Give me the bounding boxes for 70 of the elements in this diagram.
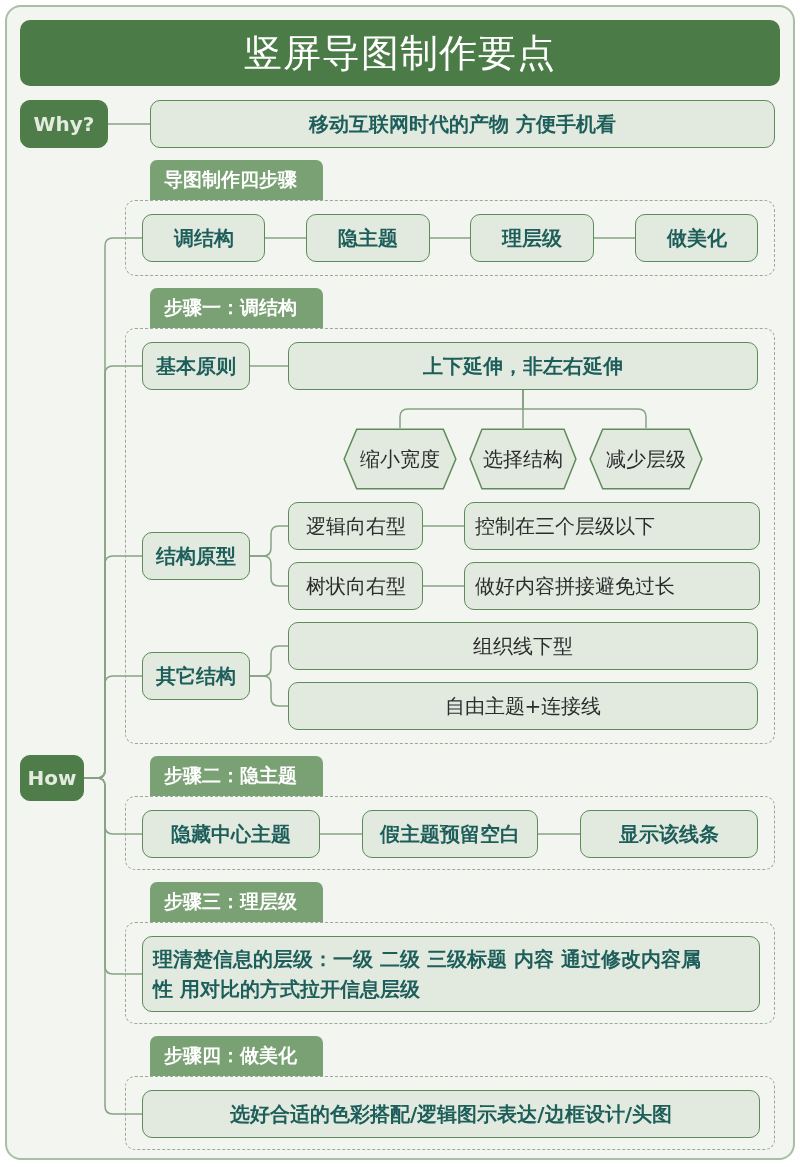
topic-box <box>142 214 265 262</box>
step-tab-label: 步骤二：隐主题 <box>150 756 323 796</box>
root-topic-box <box>20 100 108 148</box>
topic-box <box>635 214 758 262</box>
topic-text: 选择结构 <box>483 446 563 473</box>
root-topic-box <box>20 755 84 801</box>
topic-text: 基本原则 <box>156 353 236 380</box>
step-tab-label: 步骤一：调结构 <box>150 288 323 328</box>
topic-box <box>464 502 760 550</box>
topic-box <box>288 622 758 670</box>
step-group-frame <box>125 882 775 1024</box>
topic-text: 逻辑向右型 <box>305 513 406 540</box>
topic-box <box>288 502 423 550</box>
topic-text: 做好内容拼接避免过长 <box>475 573 675 600</box>
topic-box <box>288 342 758 390</box>
topic-text: 控制在三个层级以下 <box>475 513 655 540</box>
topic-box <box>580 810 758 858</box>
topic-text: 上下延伸，非左右延伸 <box>423 353 623 380</box>
topic-box <box>142 810 320 858</box>
topic-text: 其它结构 <box>156 663 236 690</box>
step-tab-label: 导图制作四步骤 <box>150 160 323 200</box>
topic-text: How <box>27 765 77 792</box>
topic-text: 移动互联网时代的产物 方便手机看 <box>309 111 616 138</box>
step-tab-label: 步骤三：理层级 <box>150 882 323 922</box>
topic-box <box>470 214 594 262</box>
connector-line <box>249 365 289 367</box>
topic-text: 缩小宽度 <box>360 446 440 473</box>
topic-box <box>306 214 430 262</box>
topic-box <box>288 682 758 730</box>
connector-line <box>249 555 289 587</box>
step-group-frame <box>125 1036 775 1150</box>
step-group-frame <box>125 288 775 744</box>
topic-text: 自由主题+连接线 <box>444 693 602 720</box>
connector-line <box>422 525 465 527</box>
title-text: 竖屏导图制作要点 <box>244 29 556 77</box>
connector-line <box>249 675 289 707</box>
connector-line <box>264 237 307 239</box>
topic-box <box>142 652 250 700</box>
topic-text: 结构原型 <box>156 543 236 570</box>
topic-text: 理层级 <box>502 225 562 252</box>
topic-box <box>142 532 250 580</box>
topic-text: 隐主题 <box>338 225 398 252</box>
connector-line <box>593 237 636 239</box>
topic-text: 选好合适的色彩搭配/逻辑图示表达/边框设计/头图 <box>230 1101 672 1128</box>
topic-text: 组织线下型 <box>473 633 573 660</box>
connector-line <box>429 237 471 239</box>
topic-text: 树状向右型 <box>305 573 406 600</box>
topic-text: 理清楚信息的层级：一级 二级 三级标题 内容 通过修改内容属性 用对比的方式拉开信息层级 <box>153 946 702 1003</box>
topic-box <box>142 936 760 1012</box>
topic-box <box>288 562 423 610</box>
topic-text: 减少层级 <box>606 446 686 473</box>
topic-text: 假主题预留空白 <box>380 821 520 848</box>
topic-box <box>150 100 775 148</box>
topic-box <box>142 342 250 390</box>
connector-line <box>522 389 647 429</box>
step-group-frame <box>125 160 775 276</box>
topic-text: 隐藏中心主题 <box>171 821 291 848</box>
topic-text: 显示该线条 <box>619 821 719 848</box>
step-tab-label: 步骤四：做美化 <box>150 1036 323 1076</box>
topic-box <box>142 1090 760 1138</box>
step-group-frame <box>125 756 775 870</box>
topic-box <box>362 810 538 858</box>
connector-line <box>319 833 363 835</box>
topic-box <box>464 562 760 610</box>
topic-text: 调结构 <box>173 225 234 252</box>
topic-text: Why? <box>33 111 95 138</box>
topic-text: 做美化 <box>666 225 727 252</box>
connector-line <box>422 585 465 587</box>
connector-line <box>537 833 581 835</box>
connector-line <box>107 123 151 125</box>
